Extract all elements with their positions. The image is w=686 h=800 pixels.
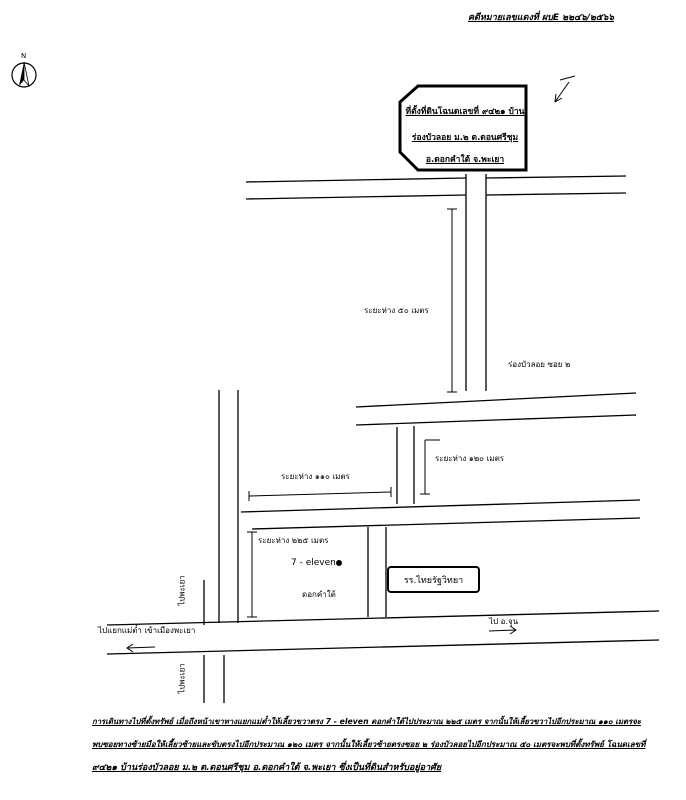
seven-eleven-label: 7 - eleven [291, 558, 336, 568]
location-sign [398, 84, 528, 172]
distance-marker-110 [248, 487, 392, 501]
north-label: N [21, 52, 26, 60]
distance-label-50: ระยะห่าง ๕๐ เมตร [364, 306, 429, 315]
school-label: รร.ไทยรัฐวิทยา [403, 575, 464, 586]
road-cross-lower [240, 499, 641, 530]
to-mae-tam-label: ไปแยกแม่ต๋ำ เข้าเมืองพะเยา [98, 626, 196, 635]
distance-label-225: ระยะห่าง ๒๒๕ เมตร [258, 536, 329, 545]
distance-label-120: ระยะห่าง ๑๒๐ เมตร [435, 454, 505, 463]
to-phayao-upper-label: ไปพะเยา [177, 575, 187, 606]
north-arrow-icon [11, 61, 37, 88]
distance-marker-120 [420, 439, 440, 495]
sign-line-2: ร่องบัวลอย ม.๒ ต.ดอนศรีชุม [411, 133, 519, 143]
road-cross-upper [355, 392, 637, 426]
to-chun-label: ไป อ.จุน [489, 617, 519, 626]
route-line-3: ๙๔๒๑ บ้านร่องบัวลอย ม.๒ ต.ดอนศรีชุม อ.ดอ… [92, 763, 442, 773]
seven-eleven-marker-icon [336, 560, 342, 566]
distance-marker-50 [447, 208, 457, 393]
pointer-arrow [559, 75, 576, 81]
school-box: รร.ไทยรัฐวิทยา [387, 566, 480, 593]
route-heading: การเดินทางไปที่ตั้งทรัพย์ [92, 717, 174, 726]
arrow-to-chun-icon [488, 625, 517, 635]
sign-line-1: ที่ตั้งที่ดินโฉนดเลขที่ ๙๔๒๑ บ้าน [405, 107, 525, 117]
route-text-1: เมื่อถึงหน้าเขาทางแยกแม่ต๋ำให้เลี้ยวขวาต… [175, 717, 641, 726]
case-number: คดีหมายเลขแดงที่ ผบE ๒๒๔๖/๒๕๖๖ [468, 13, 615, 23]
sign-line-3: อ.ดอกคำใต้ จ.พะเยา [425, 155, 505, 165]
to-phayao-lower-label: ไปพะเยา [177, 663, 187, 694]
dok-kham-tai-label: ดอกคำใต้ [302, 590, 336, 599]
road-school-side [367, 527, 387, 617]
road-soi-2 [245, 174, 627, 391]
road-main-vertical [203, 390, 239, 703]
route-line-1: การเดินทางไปที่ตั้งทรัพย์ เมื่อถึงหน้าเข… [92, 716, 652, 728]
soi-2-label: ร่องบัวลอย ซอย ๒ [508, 360, 571, 369]
route-line-2: พบซอยทางซ้ายมือให้เลี้ยวซ้ายและขับตรงไปอ… [92, 740, 646, 749]
distance-marker-225 [247, 531, 257, 618]
distance-label-110: ระยะห่าง ๑๑๐ เมตร [281, 472, 350, 481]
pointer-arrow-icon [554, 81, 570, 103]
road-side-soi [396, 426, 415, 504]
arrow-to-phayao-icon [126, 643, 156, 653]
highway [106, 610, 660, 655]
